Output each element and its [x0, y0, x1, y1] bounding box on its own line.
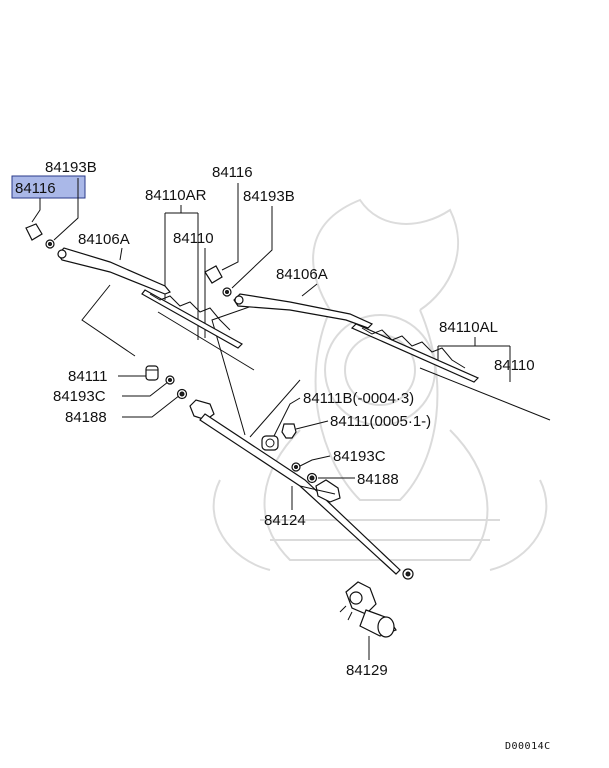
highlight-box — [11, 175, 86, 199]
label-84106A-right: 84106A — [276, 266, 328, 283]
pivot-84111 — [145, 365, 159, 381]
nut-84193B-left — [45, 239, 55, 249]
label-84193B-right: 84193B — [243, 188, 295, 205]
diagram-code: D00014C — [505, 741, 551, 752]
label-84111-range: 84111(0005·1-) — [330, 413, 431, 430]
wiper-linkage-84124 — [189, 399, 414, 580]
wiper-motor-84129 — [339, 581, 397, 638]
label-84106A-left: 84106A — [78, 231, 130, 248]
wiper-arm-left — [57, 247, 171, 295]
label-84193B-left: 84193B — [45, 159, 97, 176]
label-84110-right: 84110 — [494, 357, 535, 374]
label-84193C-right: 84193C — [333, 448, 386, 465]
pivot-84111-range — [281, 423, 297, 439]
label-84188-right: 84188 — [357, 471, 399, 488]
label-84116-left: 84116 — [15, 180, 56, 197]
label-84188-left: 84188 — [65, 409, 107, 426]
label-84110AL: 84110AL — [439, 319, 498, 336]
label-84111B: 84111B(-0004·3) — [303, 390, 414, 407]
nut-84193C-left — [165, 375, 175, 385]
wiper-blade-left — [141, 289, 255, 371]
cap-84116-left — [25, 223, 43, 241]
wiper-blade-right — [350, 323, 551, 421]
nut-84193C-right — [291, 462, 301, 472]
washer-84188-right — [306, 472, 318, 484]
label-84110-left: 84110 — [173, 230, 214, 247]
pivot-84111B — [261, 435, 279, 451]
washer-84188-left — [176, 388, 188, 400]
label-84193C-left: 84193C — [53, 388, 106, 405]
wiper-arm-right — [233, 293, 374, 329]
nut-84193B-right — [222, 287, 232, 297]
label-84116-top: 84116 — [212, 164, 253, 181]
leader-lines — [31, 178, 511, 660]
cap-84116-top — [204, 265, 223, 284]
label-84124: 84124 — [264, 512, 306, 529]
label-84110AR: 84110AR — [145, 187, 207, 204]
label-84129: 84129 — [346, 662, 388, 679]
label-84111: 84111 — [68, 368, 108, 385]
